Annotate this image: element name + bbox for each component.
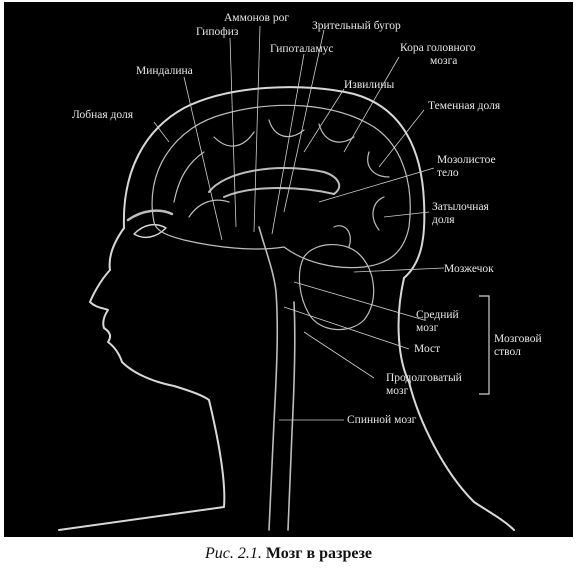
label-ammonov-rog: Аммонов рог [224, 12, 289, 24]
label-zritelny-bugor: Зрительный бугор [312, 20, 401, 32]
brain-section-figure: Аммонов рог Гипофиз Зрительный бугор Гип… [4, 2, 573, 537]
label-izviliny: Извилины [344, 79, 394, 91]
label-most: Мост [414, 343, 440, 355]
label-gipotalamus: Гипоталамус [270, 43, 333, 55]
eye [133, 223, 167, 239]
label-temennaya-dolya: Теменная доля [428, 100, 501, 112]
label-zatylochnaya-line1: Затылочная [432, 201, 490, 213]
label-stvol-line2: ствол [494, 346, 521, 358]
brain-cortex [151, 104, 411, 269]
brainstem [258, 226, 279, 531]
leader-lines [153, 25, 490, 421]
cerebellum [298, 243, 375, 331]
label-mozolistoe-line2: тело [437, 167, 459, 179]
brain-section-diagram: Аммонов рог Гипофиз Зрительный бугор Гип… [58, 12, 542, 531]
figure-number: Рис. 2.1. [205, 545, 262, 562]
brain-gyri [173, 119, 390, 248]
label-kora-line1: Кора головного [400, 42, 476, 54]
label-mindalina: Миндалина [136, 65, 193, 77]
head-outline [122, 86, 426, 279]
spinal-cord [287, 301, 296, 531]
label-gipofiz: Гипофиз [196, 26, 239, 38]
label-stvol-line1: Мозговой [494, 333, 542, 345]
face-profile [89, 227, 210, 401]
label-prodolg-line1: Продолговатый [386, 372, 462, 384]
figure-caption: Рис. 2.1. Мозг в разрезе [0, 545, 577, 563]
label-mozolistoe-line1: Мозолистое [437, 154, 496, 166]
figure-title: Мозг в разрезе [265, 545, 372, 562]
label-kora-line2: мозга [430, 55, 457, 67]
label-lobnaya-dolya: Лобная доля [72, 109, 134, 121]
label-sredniy-line1: Средний [416, 309, 459, 321]
eyebrow [126, 209, 174, 222]
corpus-callosum [208, 167, 341, 198]
label-mozzhechok: Мозжечок [444, 263, 494, 275]
label-prodolg-line2: мозг [386, 385, 409, 397]
label-sredniy-line2: мозг [416, 322, 439, 334]
neck-front [58, 399, 226, 531]
label-zatylochnaya-line2: доля [432, 214, 455, 226]
label-spinnoy-mozg: Спинной мозг [347, 414, 417, 426]
neck-back [397, 277, 515, 531]
